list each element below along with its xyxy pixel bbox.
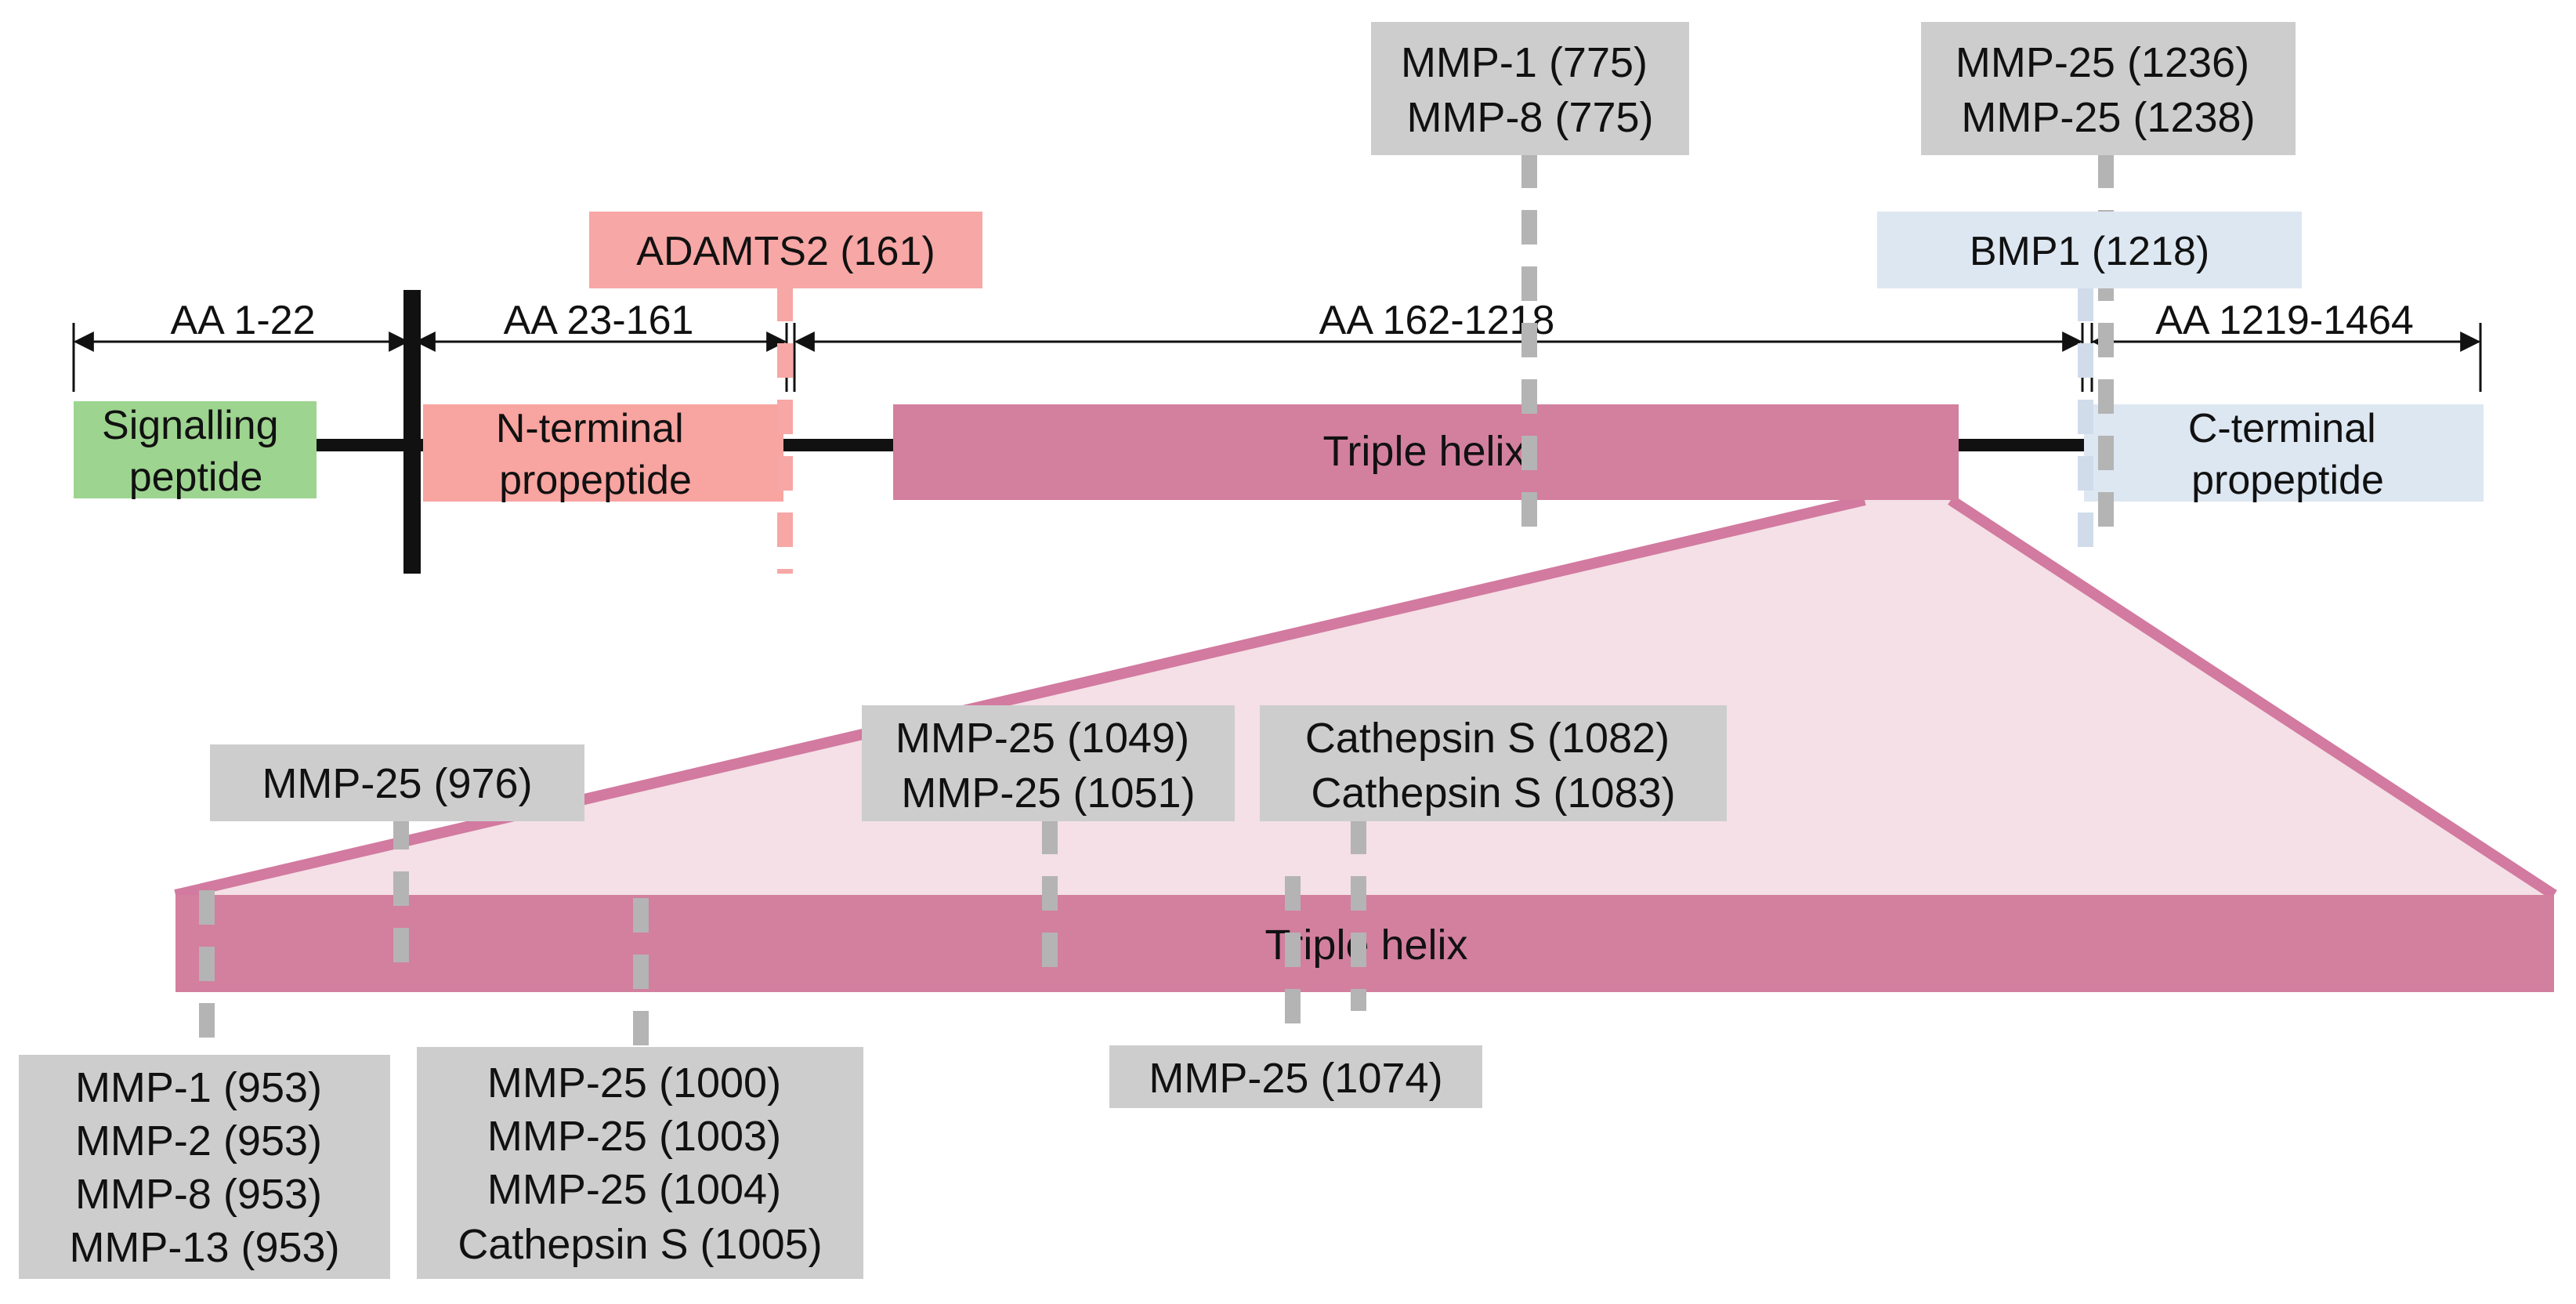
- n-terminal-propeptide-box: [423, 404, 783, 502]
- mmp-976-box: [210, 744, 584, 821]
- n-terminal-propeptide-label: N-terminal propeptide: [496, 406, 695, 503]
- mmp-1000-box: [417, 1047, 863, 1279]
- zoom-edge-left: [174, 494, 1866, 900]
- adamts2-box: [589, 212, 982, 288]
- zoom-projection: [175, 500, 2554, 895]
- bmp1-box: [1877, 212, 2302, 288]
- mmp-976-label: MMP-25 (976): [262, 760, 532, 807]
- mmp-1236-box: [1921, 22, 2296, 155]
- mmp-1000-label: MMP-25 (1000) MMP-25 (1003) MMP-25 (1004…: [458, 1060, 822, 1268]
- mmp-953-box: [19, 1055, 390, 1279]
- c-terminal-propeptide-label: C-terminal propeptide: [2188, 406, 2387, 503]
- signal-peptide-box: [74, 401, 317, 498]
- range-label-cterm: AA 1219-1464: [2155, 298, 2414, 343]
- signal-peptide-label: Signalling peptide: [102, 403, 290, 500]
- mmp-1236-label: MMP-25 (1236) MMP-25 (1238): [1956, 39, 2261, 141]
- cleavage-lines: [199, 154, 2114, 1050]
- cathepsin-1082-box: [1260, 705, 1727, 821]
- zoom-edge-right: [1948, 495, 2557, 900]
- c-terminal-propeptide-box: [2084, 404, 2484, 502]
- mmp-1074-box: [1109, 1045, 1482, 1108]
- mmp-1049-label: MMP-25 (1049) MMP-25 (1051): [895, 715, 1201, 817]
- range-label-nterm: AA 23-161: [504, 298, 694, 343]
- mmp-775-label: MMP-1 (775) MMP-8 (775): [1401, 39, 1659, 141]
- adamts2-label: ADAMTS2 (161): [636, 229, 935, 274]
- range-label-signal: AA 1-22: [170, 298, 315, 343]
- triple-helix-box: [893, 404, 1959, 500]
- bmp1-label: BMP1 (1218): [1970, 229, 2209, 274]
- mmp-1074-label: MMP-25 (1074): [1149, 1055, 1442, 1102]
- mmp-775-box: [1371, 22, 1689, 155]
- range-dimension-lines: [72, 323, 2482, 392]
- mmp-953-label: MMP-1 (953) MMP-2 (953) MMP-8 (953) MMP-…: [69, 1064, 339, 1271]
- cathepsin-1082-label: Cathepsin S (1082) Cathepsin S (1083): [1305, 715, 1681, 817]
- mmp-1049-box: [862, 705, 1235, 821]
- triple-helix-label: Triple helix: [1322, 428, 1525, 475]
- range-label-helix: AA 162-1218: [1319, 298, 1555, 343]
